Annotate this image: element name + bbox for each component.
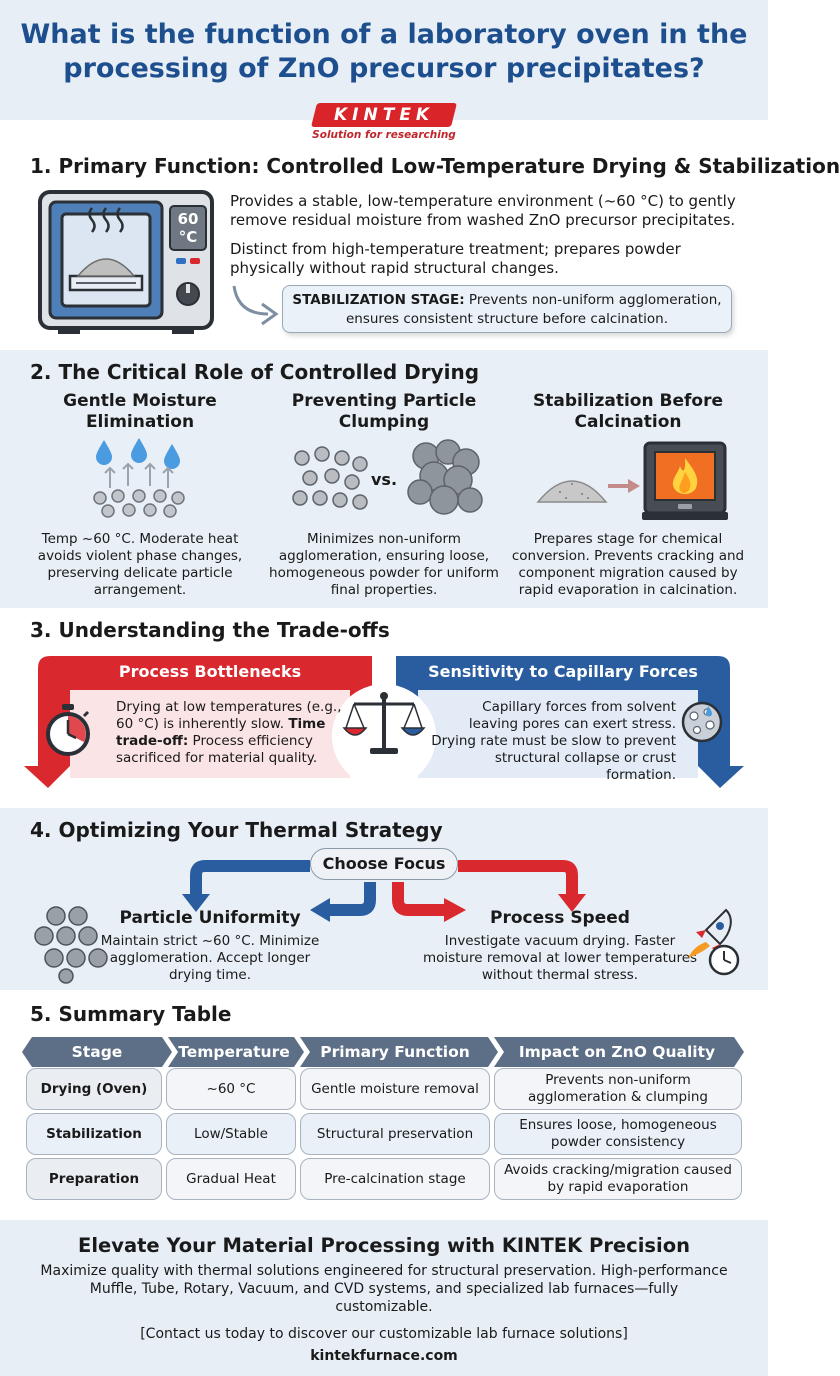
tradeoff-arrows-graphic xyxy=(24,656,744,788)
website-link[interactable]: kintekfurnace.com xyxy=(310,1348,458,1364)
col-title-stabilization: Stabilization Before Calcination xyxy=(533,391,723,432)
clumped-particles-icon xyxy=(407,439,483,515)
col-text-clumping: Minimizes non-uniform agglomeration, ens… xyxy=(269,531,499,598)
versus-label: vs. xyxy=(371,470,398,489)
table-cell-temperature: ~60 °C xyxy=(166,1068,296,1110)
footer-text: Maximize quality with thermal solutions … xyxy=(40,1263,728,1315)
option-text-speed: Investigate vacuum drying. Faster moistu… xyxy=(422,933,698,983)
col-title-moisture: Gentle Moisture Elimination xyxy=(63,391,217,432)
lab-oven-icon xyxy=(38,190,214,334)
section1-paragraph-2: Distinct from high-temperature treatment… xyxy=(230,240,681,277)
table-cell-impact: Prevents non-uniform agglomeration & clu… xyxy=(494,1068,742,1110)
powder-pile-icon xyxy=(536,480,608,503)
bottleneck-bold: Time trade-off: xyxy=(116,716,326,749)
table-header-function: Primary Function xyxy=(320,1043,470,1061)
loose-particles-icon xyxy=(292,446,368,510)
footer-band: Elevate Your Material Processing with KI… xyxy=(0,1220,768,1376)
callout-text: Prevents non-uniform agglomeration, ensu… xyxy=(345,292,722,327)
option-title-uniformity: Particle Uniformity xyxy=(119,908,301,928)
choose-focus-pill: Choose Focus xyxy=(310,848,458,880)
section4-heading: 4. Optimizing Your Thermal Strategy xyxy=(30,818,443,842)
option-text-uniformity: Maintain strict ~60 °C. Minimize agglome… xyxy=(100,933,320,983)
section2-heading: 2. The Critical Role of Controlled Dryin… xyxy=(30,360,480,384)
table-header-temperature: Temperature xyxy=(178,1043,290,1061)
option-title-speed: Process Speed xyxy=(490,908,630,928)
table-cell-function: Structural preservation xyxy=(300,1113,490,1155)
section3-heading: 3. Understanding the Trade-offs xyxy=(30,618,390,642)
section4-band xyxy=(0,808,768,990)
table-cell-function: Gentle moisture removal xyxy=(300,1068,490,1110)
table-cell-impact: Ensures loose, homogeneous powder consis… xyxy=(494,1113,742,1155)
table-cell-temperature: Low/Stable xyxy=(166,1113,296,1155)
panel-title-capillary: Sensitivity to Capillary Forces xyxy=(428,662,698,681)
table-cell-stage: Drying (Oven) xyxy=(26,1068,162,1110)
uniform-particles-icon xyxy=(34,906,108,984)
col-text-stabilization: Prepares stage for chemical conversion. … xyxy=(511,531,745,598)
furnace-icon xyxy=(642,441,728,520)
logo-tagline: Solution for researching xyxy=(312,129,456,141)
section1-paragraph-1: Provides a stable, low-temperature envir… xyxy=(230,192,736,229)
moisture-evaporation-icon xyxy=(93,438,185,518)
header-band xyxy=(0,0,768,120)
table-cell-stage: Stabilization xyxy=(26,1113,162,1155)
bottleneck-text-2: Process efficiency sacrificed for materi… xyxy=(116,733,318,766)
rocket-clock-icon xyxy=(688,908,740,976)
strategy-arrows-graphic xyxy=(182,860,586,922)
porous-particle-icon xyxy=(681,701,723,743)
page-title: What is the function of a laboratory ove… xyxy=(20,19,748,84)
col-title-clumping: Preventing Particle Clumping xyxy=(291,391,477,432)
table-cell-stage: Preparation xyxy=(26,1158,162,1200)
kintek-logo[interactable]: KINTEK Solution for researching xyxy=(311,103,457,141)
contact-link[interactable]: [Contact us today to discover our custom… xyxy=(140,1326,628,1342)
section1-heading: 1. Primary Function: Controlled Low-Temp… xyxy=(30,154,840,178)
bottleneck-text: Drying at low temperatures (e.g., 60 °C)… xyxy=(116,699,354,767)
capillary-text: Capillary forces from solvent leaving po… xyxy=(431,699,676,783)
table-cell-function: Pre-calcination stage xyxy=(300,1158,490,1200)
table-cell-temperature: Gradual Heat xyxy=(166,1158,296,1200)
section5-heading: 5. Summary Table xyxy=(30,1002,232,1026)
table-header-bar xyxy=(22,1037,744,1067)
oven-temperature-display: 60 °C xyxy=(177,210,199,246)
callout-label: STABILIZATION STAGE: xyxy=(292,292,465,308)
panel-title-bottlenecks: Process Bottlenecks xyxy=(118,662,302,681)
stabilization-callout: STABILIZATION STAGE: Prevents non-unifor… xyxy=(282,285,732,333)
right-arrow-icon xyxy=(608,479,640,493)
logo-brand: KINTEK xyxy=(333,105,435,125)
stopwatch-icon xyxy=(46,704,90,756)
table-header-impact: Impact on ZnO Quality xyxy=(518,1043,716,1061)
table-header-stage: Stage xyxy=(71,1043,123,1061)
balance-scale-icon xyxy=(342,692,426,754)
col-text-moisture: Temp ~60 °C. Moderate heat avoids violen… xyxy=(37,531,243,598)
bottleneck-text-1: Drying at low temperatures (e.g., 60 °C)… xyxy=(116,699,342,732)
footer-title: Elevate Your Material Processing with KI… xyxy=(78,1234,690,1257)
table-cell-impact: Avoids cracking/migration caused by rapi… xyxy=(494,1158,742,1200)
curved-arrow-icon xyxy=(232,285,279,326)
